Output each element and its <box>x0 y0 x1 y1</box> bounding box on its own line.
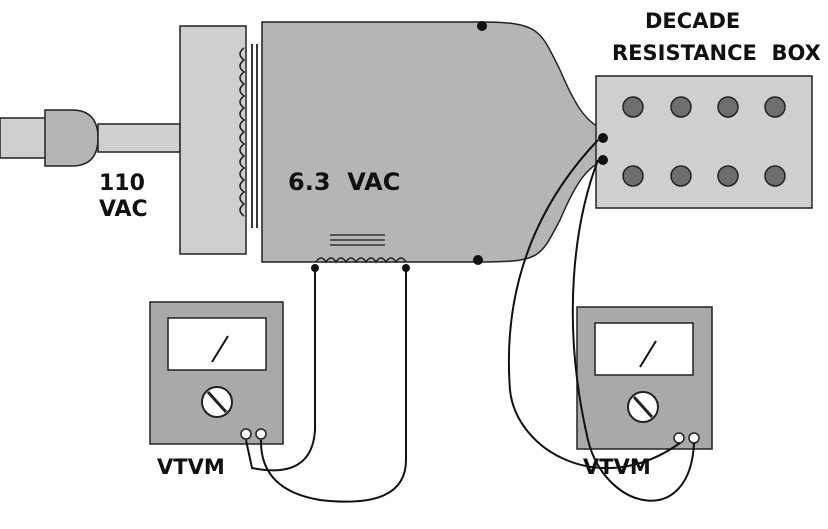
secondary-voltage-label: 6.3 VAC <box>288 168 400 196</box>
meter-needle-icon <box>639 340 657 368</box>
terminal-icon <box>598 155 608 165</box>
terminal-icon <box>473 255 483 265</box>
supply-voltage-label-line2: VAC <box>99 197 148 222</box>
decade-resistance-box <box>595 75 813 209</box>
knob-icon <box>622 165 644 187</box>
box-title-line1: DECADE <box>645 9 740 33</box>
terminal-icon <box>240 428 252 440</box>
knob-icon <box>670 96 692 118</box>
transformer-primary-housing <box>179 25 247 255</box>
knob-icon <box>717 96 739 118</box>
knob-icon <box>764 165 786 187</box>
knob-icon <box>717 165 739 187</box>
vtvm-left <box>149 301 284 445</box>
terminal-icon <box>477 21 487 31</box>
power-cord <box>0 117 51 159</box>
terminal-icon <box>255 428 267 440</box>
knob-icon <box>764 96 786 118</box>
terminal-icon <box>688 432 700 444</box>
meter-right-label: VTVM <box>583 455 651 479</box>
vtvm-right <box>576 306 713 450</box>
wires <box>245 139 695 503</box>
secondary-winding <box>315 234 407 264</box>
transformer-secondary-body <box>261 21 601 263</box>
supply-voltage-label-line1: 110 <box>99 171 145 196</box>
resistance-box-terminals <box>598 133 608 165</box>
box-title-line2: RESISTANCE BOX <box>612 41 821 65</box>
knob-icon <box>622 96 644 118</box>
terminal-icon <box>598 133 608 143</box>
meter-left-label: VTVM <box>157 455 225 479</box>
knob-icon <box>670 165 692 187</box>
meter-face <box>594 322 694 376</box>
resistance-box-knobs <box>622 96 786 187</box>
meter-needle-icon <box>211 335 229 363</box>
meter-face <box>167 317 267 371</box>
terminal-icon <box>673 432 685 444</box>
plug-icon <box>44 109 181 167</box>
